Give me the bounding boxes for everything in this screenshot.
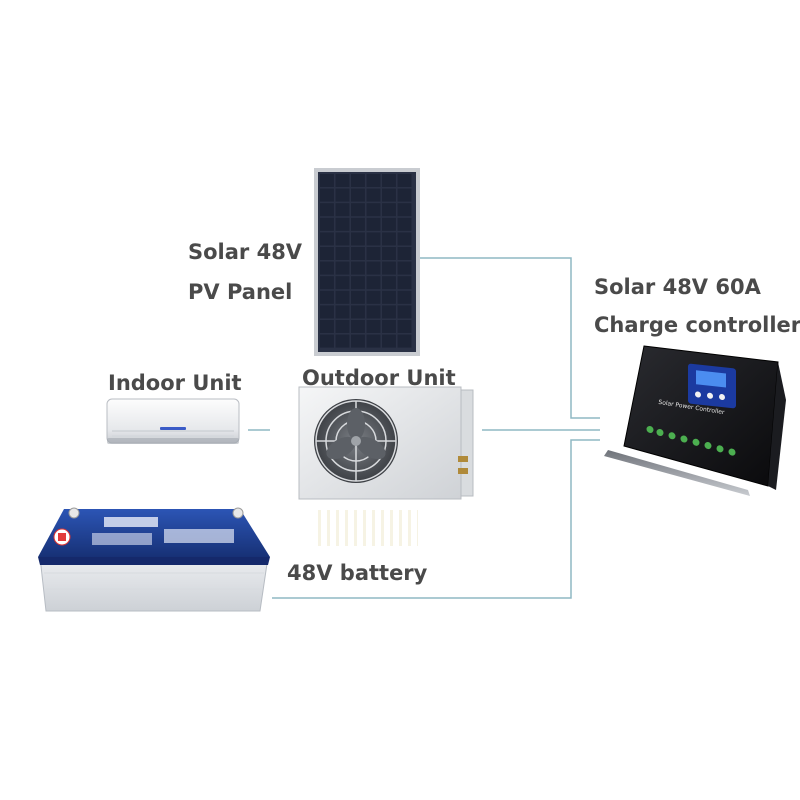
solar-cell xyxy=(320,305,334,319)
solar-cell xyxy=(366,203,381,217)
pv-panel-label-line1: Solar 48V xyxy=(188,240,303,264)
solar-cell xyxy=(397,320,412,333)
solar-cell xyxy=(335,203,350,217)
solar-cell xyxy=(366,174,381,187)
solar-cell xyxy=(397,334,412,348)
solar-cell xyxy=(366,320,381,333)
solar-cell xyxy=(351,217,365,231)
battery-icon xyxy=(38,507,270,612)
solar-cell xyxy=(320,334,334,348)
solar-cell xyxy=(382,232,396,246)
solar-cell xyxy=(397,305,412,319)
wire-panel-to-controller xyxy=(416,257,600,419)
wire-battery-to-controller xyxy=(272,439,600,599)
solar-cell xyxy=(382,305,396,319)
solar-cell xyxy=(351,305,365,319)
solar-cell xyxy=(397,217,412,231)
indoor-ac-icon xyxy=(106,398,240,444)
solar-cell xyxy=(366,217,381,231)
solar-cell xyxy=(320,188,334,202)
solar-cell xyxy=(397,290,412,304)
outdoor-unit-reflection xyxy=(318,510,418,546)
charge-controller-icon xyxy=(604,345,786,496)
solar-cell xyxy=(382,217,396,231)
controller-label-line2: Charge controller xyxy=(594,313,800,337)
solar-cell xyxy=(397,203,412,217)
solar-cell xyxy=(335,276,350,290)
solar-cell xyxy=(335,174,350,187)
solar-cell xyxy=(335,188,350,202)
solar-cell xyxy=(366,290,381,304)
solar-cell xyxy=(335,305,350,319)
solar-cell xyxy=(320,217,334,231)
solar-cell xyxy=(351,334,365,348)
solar-cell xyxy=(351,247,365,260)
solar-cell xyxy=(351,276,365,290)
solar-cell xyxy=(382,290,396,304)
solar-cell xyxy=(351,188,365,202)
solar-cell xyxy=(366,305,381,319)
solar-cell xyxy=(320,320,334,333)
solar-cell xyxy=(366,276,381,290)
solar-cell xyxy=(382,334,396,348)
solar-cell xyxy=(382,261,396,275)
solar-cell xyxy=(382,203,396,217)
solar-cell xyxy=(382,174,396,187)
solar-cell xyxy=(366,232,381,246)
solar-cell xyxy=(335,261,350,275)
solar-cell xyxy=(397,174,412,187)
solar-cell xyxy=(366,247,381,260)
solar-cell xyxy=(335,217,350,231)
solar-cell xyxy=(320,174,334,187)
solar-cell xyxy=(320,203,334,217)
solar-cell xyxy=(320,247,334,260)
solar-cell xyxy=(335,247,350,260)
solar-cell xyxy=(335,290,350,304)
outdoor-ac-icon xyxy=(298,386,474,500)
solar-cell xyxy=(397,276,412,290)
solar-cell xyxy=(397,261,412,275)
outdoor-unit-label: Outdoor Unit xyxy=(302,366,456,390)
pv-panel-label-line2: PV Panel xyxy=(188,280,293,304)
solar-cell xyxy=(397,232,412,246)
solar-cell xyxy=(382,188,396,202)
solar-cell xyxy=(382,247,396,260)
solar-cell xyxy=(335,334,350,348)
solar-cell xyxy=(351,203,365,217)
solar-cell xyxy=(366,261,381,275)
controller-label-line1: Solar 48V 60A xyxy=(594,275,761,299)
battery-label: 48V battery xyxy=(287,561,428,585)
solar-cell xyxy=(397,247,412,260)
solar-cell xyxy=(335,232,350,246)
solar-cell xyxy=(366,188,381,202)
solar-cell xyxy=(397,188,412,202)
solar-cell xyxy=(351,261,365,275)
solar-cell xyxy=(366,334,381,348)
solar-cell xyxy=(320,290,334,304)
solar-panel-icon xyxy=(314,168,420,356)
solar-cell xyxy=(382,276,396,290)
indoor-unit-label: Indoor Unit xyxy=(108,371,242,395)
solar-cell xyxy=(351,232,365,246)
solar-cell xyxy=(351,174,365,187)
solar-cell xyxy=(320,261,334,275)
solar-cell xyxy=(335,320,350,333)
solar-cell xyxy=(320,232,334,246)
solar-cell xyxy=(351,290,365,304)
solar-cell xyxy=(351,320,365,333)
solar-cell xyxy=(382,320,396,333)
solar-cell xyxy=(320,276,334,290)
